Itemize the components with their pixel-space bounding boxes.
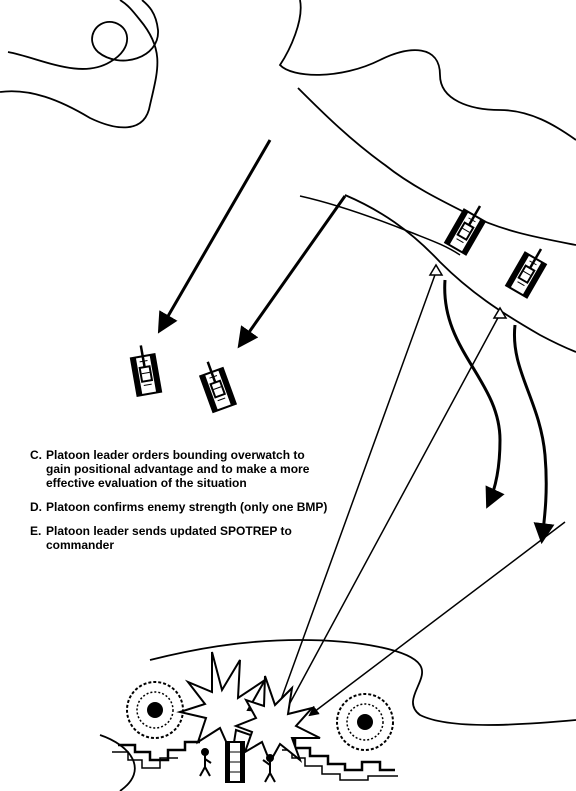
note-letter: D. bbox=[30, 500, 46, 514]
enemy-bmp-icon bbox=[226, 742, 244, 782]
tank-icon bbox=[445, 200, 490, 254]
note-text: Platoon leader orders bounding overwatch… bbox=[46, 448, 330, 490]
terrain-contours bbox=[0, 0, 576, 352]
tree-icon bbox=[337, 694, 393, 750]
trench-line-inner bbox=[112, 750, 398, 780]
contour-line-upper-left-inner bbox=[0, 0, 157, 127]
position-marker-1 bbox=[430, 265, 442, 275]
note-letter: C. bbox=[30, 448, 46, 490]
soldier-icon bbox=[200, 749, 211, 776]
maneuver-arrow-2 bbox=[514, 325, 546, 540]
tree-icon bbox=[127, 682, 183, 738]
situation-notes: C. Platoon leader orders bounding overwa… bbox=[30, 448, 330, 562]
maneuver-arrow-1 bbox=[445, 280, 500, 505]
note-e: E. Platoon leader sends updated SPOTREP … bbox=[30, 524, 330, 552]
contour-line-ridge-lower bbox=[298, 88, 576, 245]
movement-arrow-center bbox=[240, 196, 345, 345]
movement-arrows bbox=[160, 140, 345, 345]
valley-contour bbox=[100, 735, 135, 791]
contour-line-upper-left bbox=[8, 0, 158, 69]
contour-line-ridge bbox=[280, 0, 576, 140]
maneuver-arrows bbox=[445, 280, 547, 540]
note-text: Platoon leader sends updated SPOTREP to … bbox=[46, 524, 330, 552]
note-letter: E. bbox=[30, 524, 46, 552]
tank-icon bbox=[129, 343, 161, 395]
tank-icon bbox=[196, 358, 235, 412]
soldier-icon bbox=[263, 755, 275, 782]
position-markers bbox=[430, 265, 506, 318]
note-text: Platoon confirms enemy strength (only on… bbox=[46, 500, 330, 514]
note-d: D. Platoon confirms enemy strength (only… bbox=[30, 500, 330, 514]
tank-icon bbox=[506, 243, 551, 297]
note-c: C. Platoon leader orders bounding overwa… bbox=[30, 448, 330, 490]
movement-arrow-left bbox=[160, 140, 270, 330]
fire-line-3 bbox=[310, 522, 565, 715]
